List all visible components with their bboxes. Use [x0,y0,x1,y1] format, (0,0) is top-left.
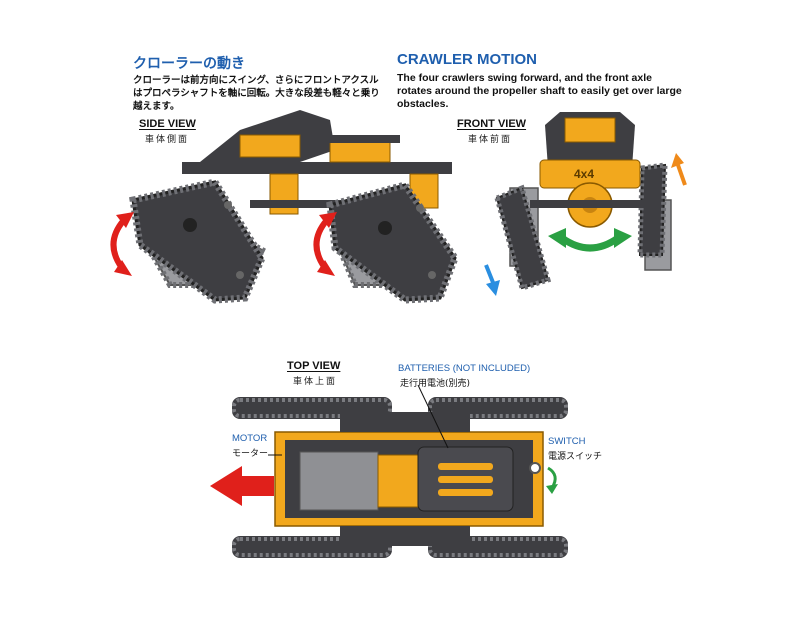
front-view-label: FRONT VIEW [457,118,527,130]
front-right-dark-track [637,162,668,258]
front-gray-crawler [336,211,454,288]
side-view-label: SIDE VIEW [139,118,196,130]
top-view-label: TOP VIEW [287,360,341,372]
side-view-sublabel: 車体側面 [145,135,190,145]
batteries-jp-label: 走行用電池(別売) [400,379,471,389]
right-up-arrow [671,153,687,186]
front-left-gray-track [509,187,539,267]
left-down-arrow [484,264,500,296]
motor-jp-label: モーター [232,449,269,459]
top-view-sublabel: 車体上面 [293,377,338,387]
top-right-front-track [428,536,568,558]
motor-label: MOTOR [232,433,268,444]
rear-gray-crawler [146,211,266,288]
batteries-leader [417,384,449,449]
front-dark-crawler [326,180,459,304]
front-left-dark-track [493,184,552,292]
side-chassis [182,110,452,215]
front-body [530,112,650,228]
jp-title: クローラーの動き [133,56,245,72]
front-swing-arrow [313,212,337,276]
front-right-gray-track [644,199,672,271]
rear-swing-arrow [110,212,134,276]
axle-rotation-arrow [548,228,632,252]
top-chassis [274,412,544,546]
switch-arrow [546,466,558,494]
top-right-rear-track [428,397,568,419]
axle-badge: 4x4 [574,167,594,181]
motor-direction-arrow [210,466,274,506]
switch-jp-label: 電源スイッチ [548,452,603,462]
top-left-front-track [232,536,392,558]
front-view-sublabel: 車体前面 [468,135,513,145]
en-description: The four crawlers swing forward, and the… [397,72,682,110]
batteries-label: BATTERIES (NOT INCLUDED) [398,363,531,374]
top-left-rear-track [232,397,392,419]
jp-description: クローラーは前方向にスイング、さらにフロントアクスルはプロペラシャフトを軸に回転… [133,75,380,112]
switch-label: SWITCH [548,436,586,447]
rear-dark-crawler [129,178,266,304]
en-title: CRAWLER MOTION [397,51,537,68]
